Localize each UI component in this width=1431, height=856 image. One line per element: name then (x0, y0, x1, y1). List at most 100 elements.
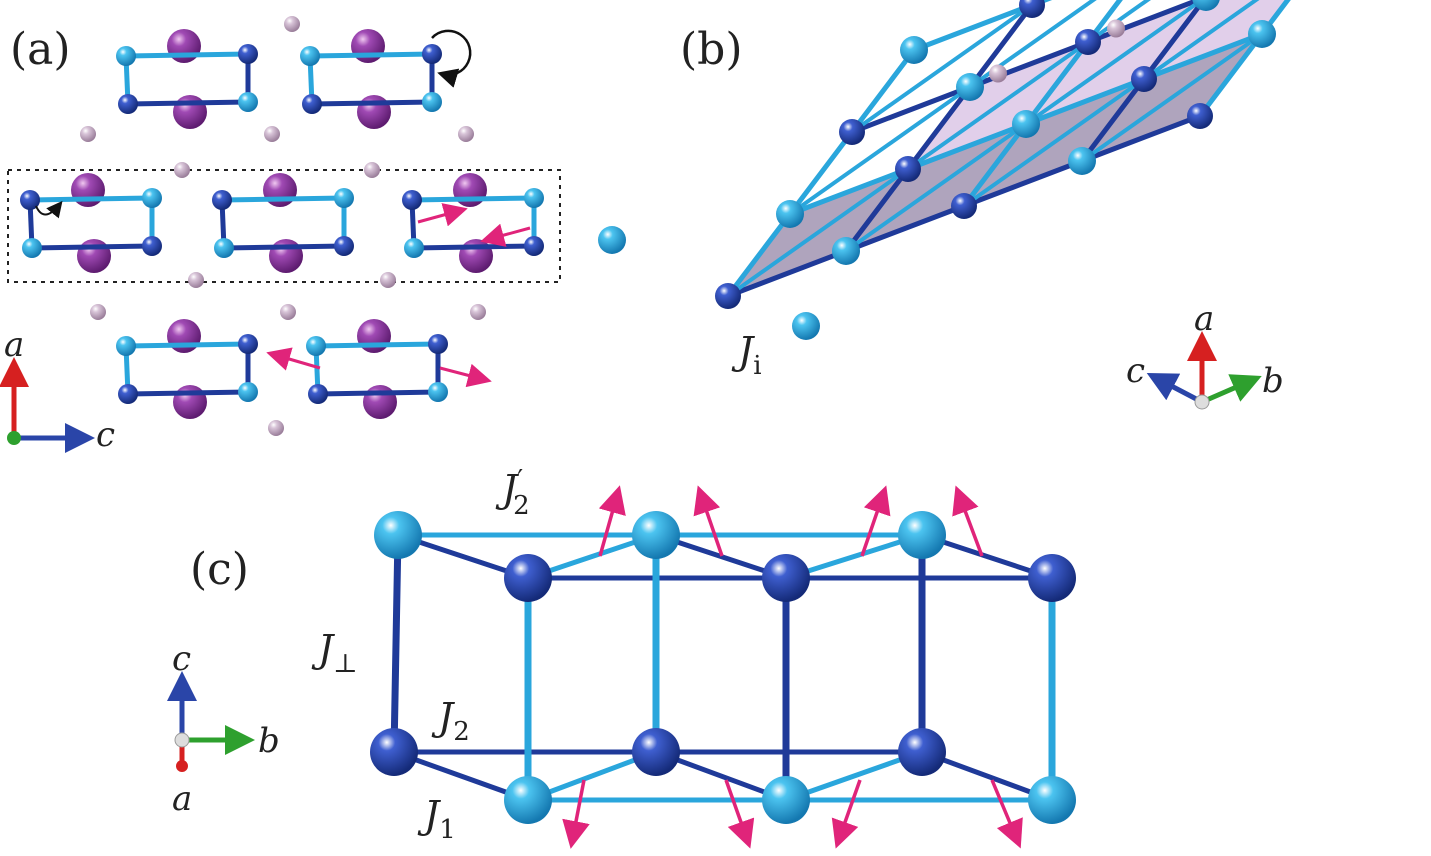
large-cation-atom (77, 239, 111, 273)
small-anion-atom (284, 16, 300, 32)
copper-atom (1192, 0, 1220, 11)
copper-atom (238, 44, 258, 64)
bond (27, 195, 155, 203)
copper-atom (142, 236, 162, 256)
copper-atom (306, 336, 326, 356)
copper-atom (370, 728, 418, 776)
bond (1079, 76, 1147, 164)
copper-atom (238, 92, 258, 112)
small-anion-atom (264, 126, 280, 142)
bond (906, 40, 1090, 171)
copper-atom (334, 188, 354, 208)
copper-atom (422, 92, 442, 112)
panel-a-label: (a) (10, 24, 71, 75)
copper-atom (1028, 776, 1076, 824)
copper-atom (956, 73, 984, 101)
large-cation-atom (263, 173, 297, 207)
bond (221, 243, 347, 251)
copper-atom (404, 238, 424, 258)
large-cation-atom (173, 385, 207, 419)
copper-atom (1075, 29, 1101, 55)
bond (315, 389, 441, 397)
panel-b-label: (b) (680, 24, 743, 75)
large-cation-atom (363, 385, 397, 419)
moment-arrow (266, 347, 321, 371)
small-anion-atom (280, 304, 296, 320)
bond (1085, 0, 1206, 45)
copper-atom (334, 236, 354, 256)
bond (844, 122, 1028, 253)
bond (219, 195, 347, 203)
copper-atom (776, 200, 804, 228)
small-anion-atom (364, 162, 380, 178)
small-anion-atom (268, 420, 284, 436)
large-cation-atom (173, 95, 207, 129)
bond (787, 166, 911, 217)
highlight-box (7, 169, 561, 283)
moment-arrow (831, 779, 862, 849)
bond (1197, 31, 1265, 119)
copper-atom (1012, 110, 1040, 138)
copper-atom (300, 46, 320, 66)
bond (1023, 39, 1091, 127)
bond (1024, 0, 1206, 126)
copper-atom (1068, 147, 1096, 175)
large-cation-atom (269, 239, 303, 273)
curved-rotation-arrow-icon (35, 200, 63, 219)
moment-arrow (990, 779, 1023, 849)
moment-arrow (598, 485, 626, 557)
bond (390, 531, 402, 756)
bond (409, 195, 537, 203)
small-anion-atom (1107, 19, 1125, 38)
coupling-label-ji: Ji (731, 329, 762, 381)
axis-label-a: a (172, 779, 192, 819)
copper-atom (1028, 554, 1076, 602)
bond (961, 158, 1085, 209)
ladder-units (20, 16, 544, 436)
copper-atom (238, 334, 258, 354)
large-cation-atom (453, 173, 487, 207)
small-anion-atom (989, 64, 1007, 83)
moment-arrow (439, 363, 492, 388)
copper-atom (951, 193, 977, 219)
axis-label-c: c (172, 639, 191, 679)
large-cation-atom (459, 239, 493, 273)
bond (967, 39, 1091, 90)
bond (905, 84, 973, 172)
bond (309, 99, 435, 107)
moment-arrow (952, 485, 984, 557)
copper-atom (428, 334, 448, 354)
panel-c-label: (c) (190, 544, 249, 595)
bond (788, 85, 972, 216)
bond (125, 99, 251, 107)
bond (905, 121, 1029, 172)
moment-arrow (417, 203, 468, 227)
bond (725, 248, 849, 299)
copper-atom (839, 119, 865, 145)
copper-atom (504, 776, 552, 824)
copper-atom (632, 728, 680, 776)
bond (1141, 0, 1207, 82)
copper-atom (1187, 103, 1213, 129)
copper-atom (402, 190, 422, 210)
large-cation-atom (167, 319, 201, 353)
axis-triad-icon: c b a (167, 639, 280, 819)
copper-atom (1131, 66, 1157, 92)
copper-atom (524, 188, 544, 208)
bond (123, 51, 251, 59)
large-cation-atom (357, 95, 391, 129)
axis-triad-icon: a c b (1126, 299, 1284, 410)
small-anion-atom (80, 126, 96, 142)
bond (1023, 76, 1147, 127)
bond (849, 47, 917, 135)
bond (962, 77, 1146, 208)
small-anion-atom (380, 272, 396, 288)
copper-atom (898, 511, 946, 559)
bond (843, 203, 967, 254)
bond (961, 121, 1029, 209)
coupling-label-j1: J1 (417, 793, 456, 845)
bond (849, 84, 973, 135)
moment-arrow (860, 485, 891, 557)
spin-ladder (370, 485, 1076, 849)
